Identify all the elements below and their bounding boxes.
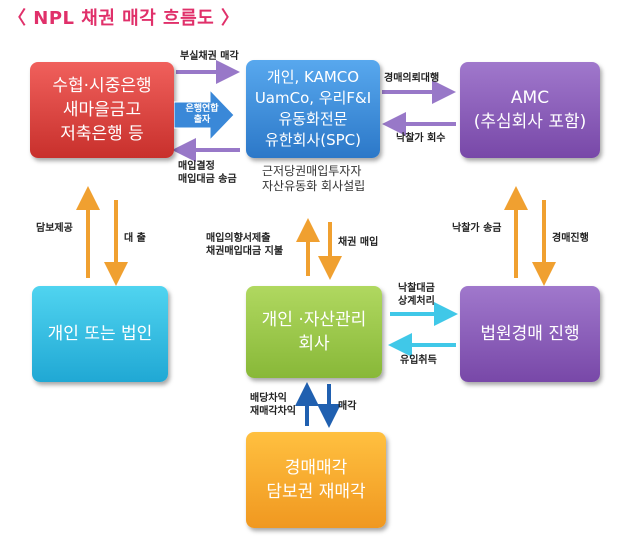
label-bond-purchase: 채권 매입 [338, 237, 379, 248]
label-bid-remit: 낙찰가 송금 [452, 223, 502, 234]
label-bad-sale: 부실채권 매각 [180, 51, 239, 62]
node-individual: 개인 또는 법인 [32, 286, 168, 382]
node-asset-company: 개인 ·자산관리 회사 [246, 286, 382, 378]
label-dividend: 배당차익 재매각차익 [250, 393, 296, 417]
label-payment-offset: 낙찰대금 상계처리 [398, 283, 435, 307]
node-buyers: 개인, KAMCO UamCo, 우리F&I 유동화전문 유한회사(SPC) [246, 60, 380, 158]
node-amc: AMC (추심회사 포함) [460, 62, 600, 158]
node-resale: 경매매각 담보권 재매각 [246, 432, 386, 528]
label-collateral: 담보제공 [36, 223, 73, 234]
label-auction-request: 경매의뢰대행 [384, 73, 440, 84]
label-auction-proceed: 경매진행 [552, 233, 589, 244]
label-contract: 매입의향서제출 채권매입대금 지불 [206, 233, 284, 257]
bank-investment-arrow [174, 90, 234, 140]
label-bid-collect: 낙찰가 회수 [396, 133, 446, 144]
label-gain: 유입취득 [400, 355, 437, 366]
label-buyer-note: 근저당권매입투자자 자산유동화 회사설립 [262, 164, 366, 193]
bank-investment-label: 은행연합 출자 [185, 104, 219, 125]
diagram-title: 〈 NPL 채권 매각 흐름도 〉 [8, 8, 240, 29]
label-sale: 매각 [338, 401, 357, 412]
node-court-auction: 법원경매 진행 [460, 286, 600, 382]
label-loan: 대 출 [124, 233, 146, 244]
node-banks: 수협·시중은행 새마을금고 저축은행 등 [30, 62, 174, 158]
label-purchase-decision: 매입결정 매입대금 송금 [178, 161, 237, 185]
